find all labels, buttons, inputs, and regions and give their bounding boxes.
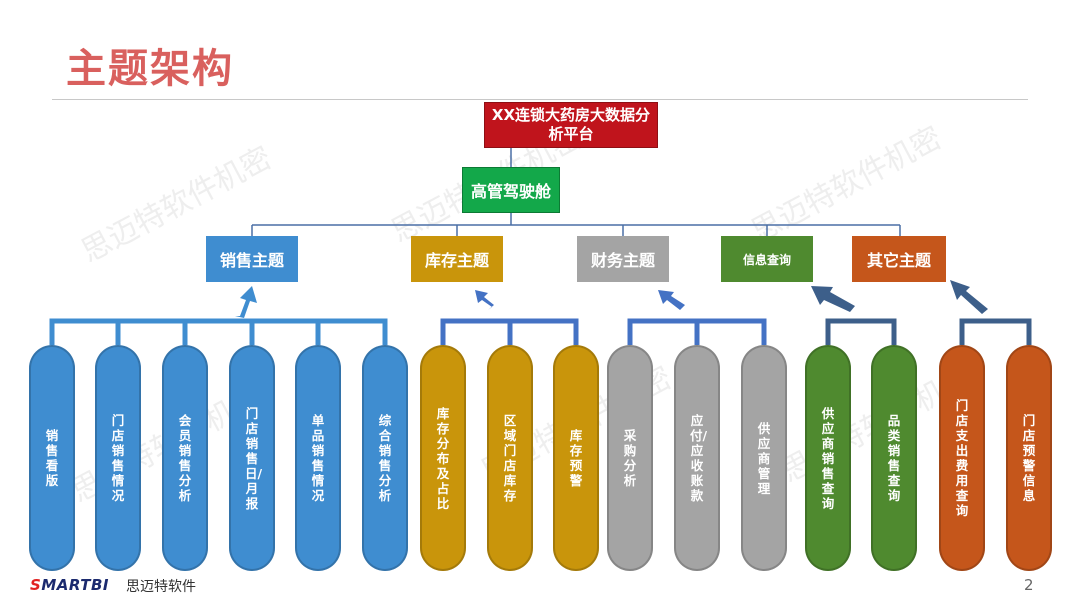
leaf-item: 采购分析 [607,345,653,571]
up-arrow-icon [658,290,685,310]
up-arrow-icon [950,280,988,314]
topic-other: 其它主题 [852,236,946,282]
leaf-item: 库存分布及占比 [420,345,466,571]
leaf-item: 单品销售情况 [295,345,341,571]
leaf-item: 品类销售查询 [871,345,917,571]
leaf-item: 供应商销售查询 [805,345,851,571]
leaf-item: 会员销售分析 [162,345,208,571]
up-arrow-icon [475,290,494,310]
root-node: XX连锁大药房大数据分析平台 [484,102,658,148]
group-bracket-sales [49,318,388,345]
page-number: 2 [1024,576,1034,594]
leaf-item: 区域门店库存 [487,345,533,571]
up-arrow-icon [811,286,855,312]
leaf-item: 销售看版 [29,345,75,571]
smartbi-logo: SMARTBI [30,576,109,594]
leaf-item: 综合销售分析 [362,345,408,571]
company-name: 思迈特软件 [126,579,196,595]
topic-inventory: 库存主题 [411,236,503,282]
leaf-item: 门店销售情况 [95,345,141,571]
up-arrow-icon [235,286,257,318]
title-divider [52,99,1028,100]
executive-cockpit-node: 高管驾驶舱 [462,167,560,213]
group-bracket-query [825,318,897,345]
topic-finance: 财务主题 [577,236,669,282]
leaf-item: 供应商管理 [741,345,787,571]
page-title: 主题架构 [66,46,234,92]
leaf-item: 应付/应收账款 [674,345,720,571]
topic-sales: 销售主题 [206,236,298,282]
leaf-item: 库存预警 [553,345,599,571]
leaf-item: 门店销售日/月报 [229,345,275,571]
group-bracket-other [959,318,1032,345]
leaf-item: 门店预警信息 [1006,345,1052,571]
topic-info-query: 信息查询 [721,236,813,282]
leaf-item: 门店支出费用查询 [939,345,985,571]
